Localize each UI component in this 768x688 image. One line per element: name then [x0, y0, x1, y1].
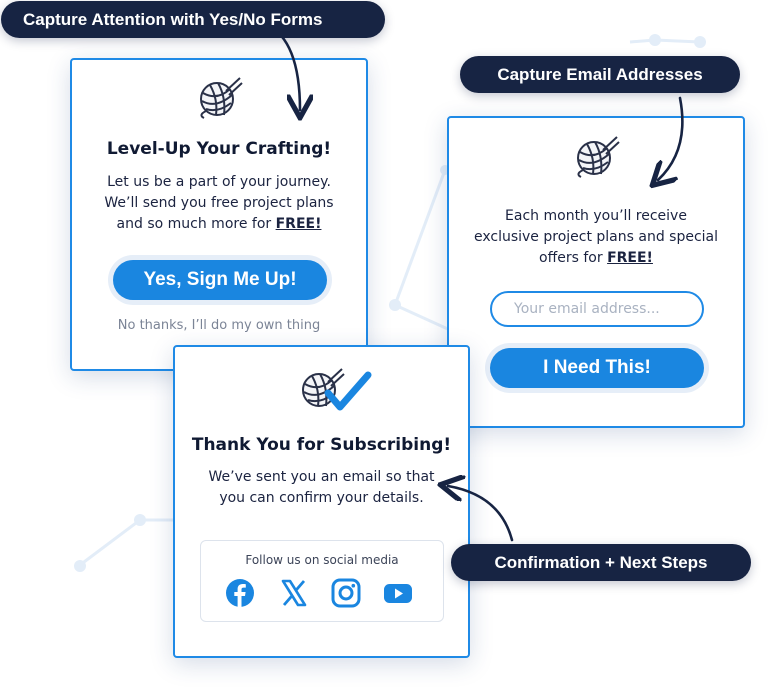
no-thanks-link[interactable]: No thanks, I’ll do my own thing [117, 318, 321, 333]
form-description: Let us be a part of your journey. We’ll … [104, 174, 334, 232]
instagram-icon[interactable] [331, 578, 361, 608]
facebook-icon[interactable] [225, 578, 255, 608]
confirmation-card: Thank You for Subscribing! We’ve sent yo… [173, 345, 470, 658]
callout-yes-no-forms: Capture Attention with Yes/No Forms [1, 1, 385, 38]
yes-no-form-card: Level-Up Your Crafting! Let us be a part… [70, 58, 368, 371]
arrow-to-yes-no-form [264, 22, 300, 110]
form-description: Each month you’ll receive exclusive proj… [473, 208, 719, 266]
yarn-ball-check-icon [302, 368, 372, 411]
yarn-ball-icon [200, 77, 243, 119]
form-title: Thank You for Subscribing! [191, 435, 452, 455]
social-label: Follow us on social media [245, 553, 399, 567]
yarn-ball-icon [577, 136, 620, 178]
callout-confirmation: Confirmation + Next Steps [451, 544, 751, 581]
free-emphasis: FREE! [275, 216, 322, 232]
arrow-to-confirmation [448, 486, 514, 542]
x-icon[interactable] [279, 578, 309, 608]
form-description: We’ve sent you an email so that you can … [208, 469, 435, 506]
youtube-icon[interactable] [383, 578, 413, 608]
email-capture-form-card: Each month you’ll receive exclusive proj… [447, 116, 745, 428]
email-input[interactable]: Your email address... [490, 291, 704, 327]
form-title: Level-Up Your Crafting! [106, 139, 332, 159]
social-media-box: Follow us on social media [200, 540, 444, 622]
i-need-this-button[interactable]: I Need This! [490, 348, 704, 388]
yes-sign-up-button[interactable]: Yes, Sign Me Up! [113, 260, 327, 300]
callout-email-capture: Capture Email Addresses [460, 56, 740, 93]
free-emphasis: FREE! [607, 250, 653, 266]
arrow-to-email-form [658, 96, 684, 180]
